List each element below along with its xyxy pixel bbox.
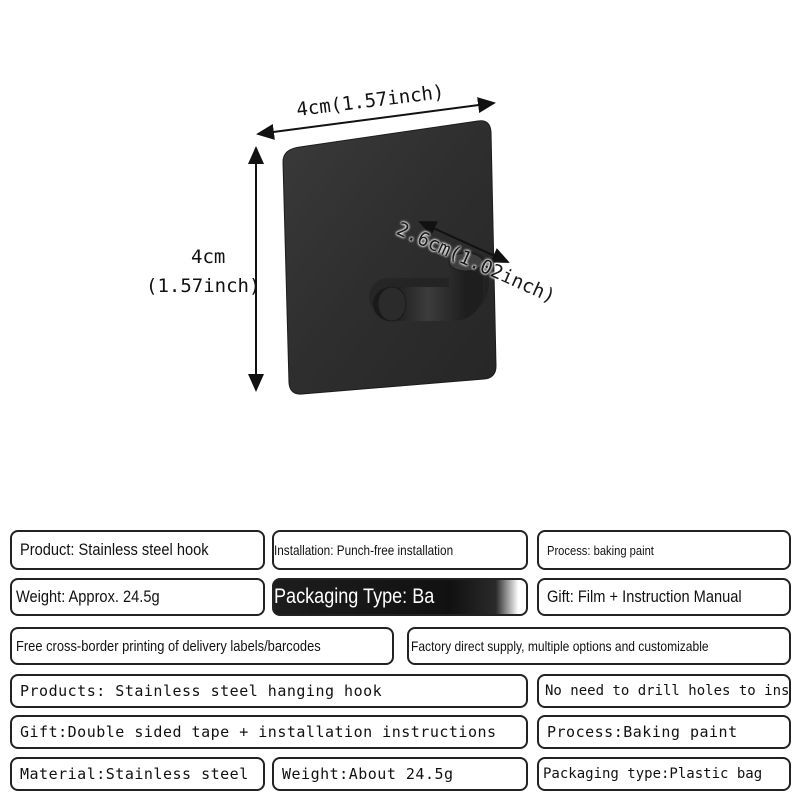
spec-products-text: Products: Stainless steel hanging hook	[20, 682, 383, 700]
spec-material-text: Material:Stainless steel	[20, 765, 249, 783]
spec-weight-2-text: Weight:About 24.5g	[282, 765, 454, 783]
spec-no-drill-text: No need to drill holes to install	[545, 683, 790, 699]
spec-weight-2: Weight:About 24.5g	[272, 757, 528, 791]
spec-process-1: Process: baking paint	[537, 530, 791, 570]
spec-process-2-text: Process:Baking paint	[547, 723, 738, 741]
spec-weight-1: Weight: Approx. 24.5g	[10, 578, 265, 616]
spec-gift-1: Gift: Film + Instruction Manual	[537, 578, 791, 616]
spec-packaging-2-text: Packaging type:Plastic bag	[543, 766, 763, 782]
spec-process-2: Process:Baking paint	[537, 715, 791, 749]
spec-printing: Free cross-border printing of delivery l…	[10, 627, 394, 665]
spec-packaging-2: Packaging type:Plastic bag	[537, 757, 791, 791]
spec-installation: Installation: Punch-free installation	[272, 530, 528, 570]
hook-length-arrow	[418, 221, 510, 263]
spec-weight-1-text: Weight: Approx. 24.5g	[16, 587, 160, 606]
spec-gift-2-text: Gift:Double sided tape + installation in…	[20, 723, 497, 741]
spec-packaging-1: Packaging Type: Ba	[272, 578, 528, 616]
spec-factory: Factory direct supply, multiple options …	[407, 627, 791, 665]
spec-product-text: Product: Stainless steel hook	[20, 540, 209, 559]
spec-products: Products: Stainless steel hanging hook	[10, 674, 528, 708]
spec-factory-text: Factory direct supply, multiple options …	[411, 638, 709, 654]
height-label-inch: (1.57inch)	[146, 275, 261, 297]
spec-packaging-1-text: Packaging Type: Ba	[274, 585, 435, 608]
width-arrow	[256, 97, 496, 140]
spec-printing-text: Free cross-border printing of delivery l…	[16, 637, 321, 655]
spec-no-drill: No need to drill holes to install	[537, 674, 791, 708]
spec-product: Product: Stainless steel hook	[10, 530, 265, 570]
spec-gift-2: Gift:Double sided tape + installation in…	[10, 715, 528, 749]
height-label-cm: 4cm	[191, 246, 226, 268]
spec-gift-1-text: Gift: Film + Instruction Manual	[547, 587, 742, 606]
spec-process-1-text: Process: baking paint	[547, 542, 654, 558]
spec-installation-text: Installation: Punch-free installation	[274, 542, 454, 558]
spec-material: Material:Stainless steel	[10, 757, 265, 791]
product-illustration	[248, 97, 510, 395]
